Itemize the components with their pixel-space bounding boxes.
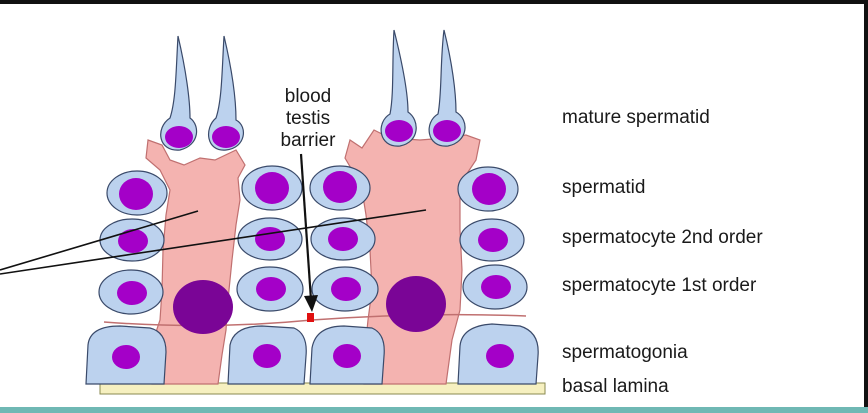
label-mature-spermatid: mature spermatid xyxy=(562,107,710,128)
spermatocyte-1st-nucleus-3 xyxy=(331,277,361,301)
spermatogonium-nucleus-3 xyxy=(333,344,361,368)
mature-spermatid-nucleus-2 xyxy=(212,126,240,148)
spermatogonium-nucleus-1 xyxy=(112,345,140,369)
frame-top-border xyxy=(0,0,868,4)
blood-testis-barrier-label: blood testis barrier xyxy=(258,86,358,152)
spermatocyte-1st-nucleus-4 xyxy=(481,275,511,299)
mature-spermatid-nucleus-4 xyxy=(433,120,461,142)
label-spermatogonia: spermatogonia xyxy=(562,342,688,363)
barrier-label-line-3: barrier xyxy=(280,130,336,151)
mature-spermatid-nucleus-3 xyxy=(385,120,413,142)
mature-spermatid-cells xyxy=(160,29,466,151)
spermatid-nucleus-1 xyxy=(119,178,153,210)
barrier-marker xyxy=(307,313,314,322)
label-basal-lamina: basal lamina xyxy=(562,376,669,397)
barrier-arrowhead-icon xyxy=(304,295,318,312)
barrier-arrow-line xyxy=(299,153,313,301)
spermatocyte-2nd-nucleus-1 xyxy=(118,229,148,253)
frame-right-border xyxy=(864,0,868,413)
sertoli-nucleus-left xyxy=(173,280,233,334)
frame-bottom-border xyxy=(0,407,868,413)
barrier-label-line-1: blood xyxy=(284,86,332,107)
spermatocyte-1st-nucleus-1 xyxy=(117,281,147,305)
mature-spermatid-2 xyxy=(208,35,244,151)
spermatocyte-2nd-nucleus-2 xyxy=(255,227,285,251)
spermatid-nucleus-3 xyxy=(323,171,357,203)
mature-spermatid-3 xyxy=(380,29,417,147)
spermatid-nucleus-4 xyxy=(472,173,506,205)
basal-lamina-band xyxy=(99,382,546,395)
label-spermatocyte-2nd-order: spermatocyte 2nd order xyxy=(562,227,763,248)
spermatocyte-2nd-nucleus-3 xyxy=(328,227,358,251)
mature-spermatid-nucleus-1 xyxy=(165,126,193,148)
spermatocyte-1st-nucleus-2 xyxy=(256,277,286,301)
sertoli-leader-line-2 xyxy=(0,209,427,275)
spermatid-nucleus-2 xyxy=(255,172,289,204)
sertoli-leader-line-1 xyxy=(0,210,199,271)
spermatogonium-nucleus-4 xyxy=(486,344,514,368)
label-spermatocyte-1st-order: spermatocyte 1st order xyxy=(562,275,757,296)
label-spermatid: spermatid xyxy=(562,177,646,198)
barrier-label-line-2: testis xyxy=(285,108,331,129)
spermatocyte-2nd-nucleus-4 xyxy=(478,228,508,252)
spermatogonium-nucleus-2 xyxy=(253,344,281,368)
sertoli-nucleus-right xyxy=(386,276,446,332)
mature-spermatid-4 xyxy=(428,29,466,147)
mature-spermatid-1 xyxy=(160,35,198,151)
